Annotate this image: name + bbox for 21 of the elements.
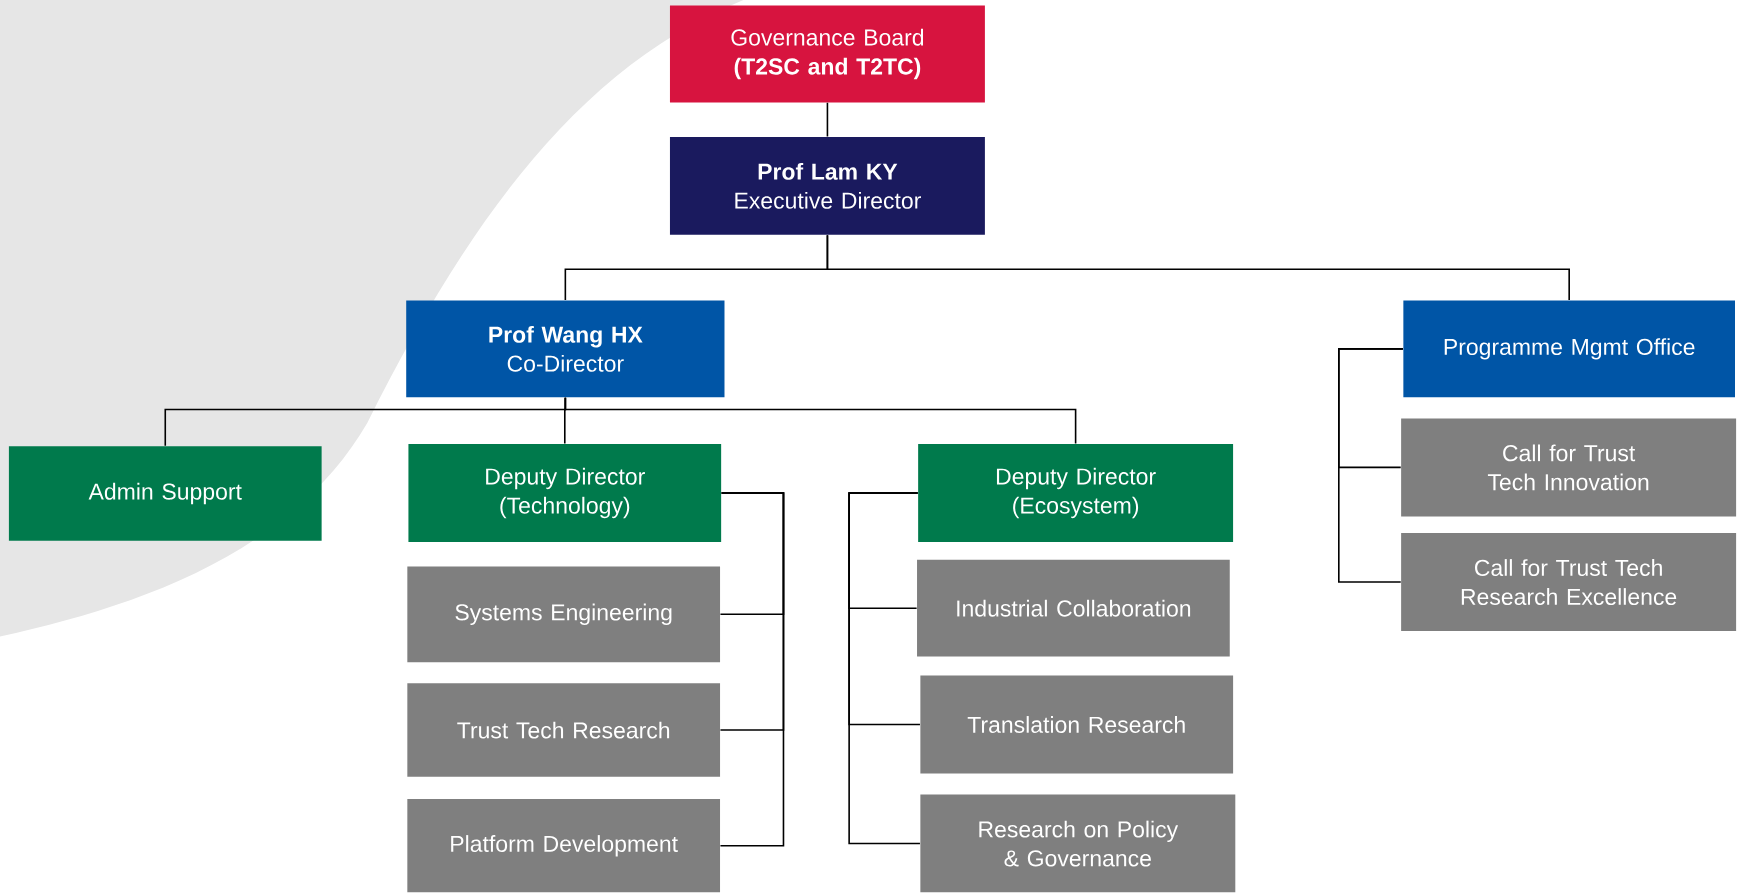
board-box: Governance Board (T2SC and T2TC) — [669, 5, 985, 103]
unit-box: Platform Development — [407, 799, 721, 893]
connector-line — [848, 492, 921, 845]
unit-box: Research on Policy & Governance — [920, 794, 1236, 893]
director-box: Programme Mgmt Office — [1403, 300, 1735, 398]
unit-box: Translation Research — [920, 675, 1234, 774]
unit-box: Trust Tech Research — [407, 683, 721, 778]
connector-line — [826, 102, 829, 138]
department-box: Deputy Director (Technology) — [408, 444, 722, 543]
connector-line — [1338, 348, 1404, 584]
unit-box: Call for Trust Tech Research Excellence — [1401, 533, 1737, 632]
connector-line — [826, 234, 1570, 302]
unit-box: Call for Trust Tech Innovation — [1401, 418, 1737, 517]
connector-line — [564, 397, 1077, 445]
unit-box: Systems Engineering — [407, 566, 721, 663]
director-box: Prof Wang HX Co-Director — [406, 300, 725, 398]
connector-line — [719, 492, 785, 847]
unit-box: Industrial Collaboration — [917, 560, 1230, 657]
department-box: Admin Support — [8, 446, 322, 542]
director-box: Prof Lam KY Executive Director — [669, 137, 985, 236]
department-box: Deputy Director (Ecosystem) — [918, 444, 1234, 543]
